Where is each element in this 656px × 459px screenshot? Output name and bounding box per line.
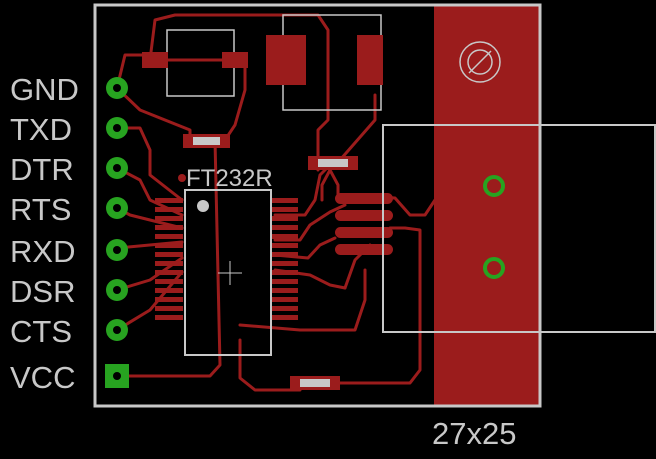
usb-pin-hole-1 (483, 175, 505, 197)
usb-copper-pour (434, 5, 540, 406)
capacitor-pad-right (357, 35, 383, 85)
resistor-r1 (183, 134, 230, 148)
chip-pads-right (270, 198, 298, 320)
mounting-hole-icon (459, 41, 501, 83)
crystal-pad-right (222, 52, 248, 68)
chip-origin-dot (178, 174, 186, 182)
pin-label-cts: CTS (10, 314, 72, 349)
board-outline (93, 3, 542, 408)
board-size-label: 27x25 (432, 416, 516, 451)
capacitor-pad-left (266, 35, 306, 85)
pin-label-txd: TXD (10, 112, 72, 147)
pin-label-dtr: DTR (10, 152, 74, 187)
pin-labels: GND TXD DTR RTS RXD DSR CTS VCC (10, 72, 79, 395)
chip-outline (184, 189, 272, 356)
pin-label-rxd: RXD (10, 234, 75, 269)
pin-label-dsr: DSR (10, 274, 75, 309)
chip-pin1-marker (197, 200, 209, 212)
pin-label-rts: RTS (10, 192, 71, 227)
pin-label-vcc: VCC (10, 360, 75, 395)
chip-pads-left (155, 198, 183, 320)
usb-finger-pads (335, 193, 393, 255)
usb-connector-outline (382, 124, 656, 333)
chip-label: FT232R (186, 165, 273, 192)
usb-pin-hole-2 (483, 257, 505, 279)
resistor-r2 (308, 156, 358, 170)
pin-label-gnd: GND (10, 72, 79, 107)
crystal-pad-left (142, 52, 168, 68)
header-pins (105, 77, 129, 388)
resistor-r3 (290, 376, 340, 390)
